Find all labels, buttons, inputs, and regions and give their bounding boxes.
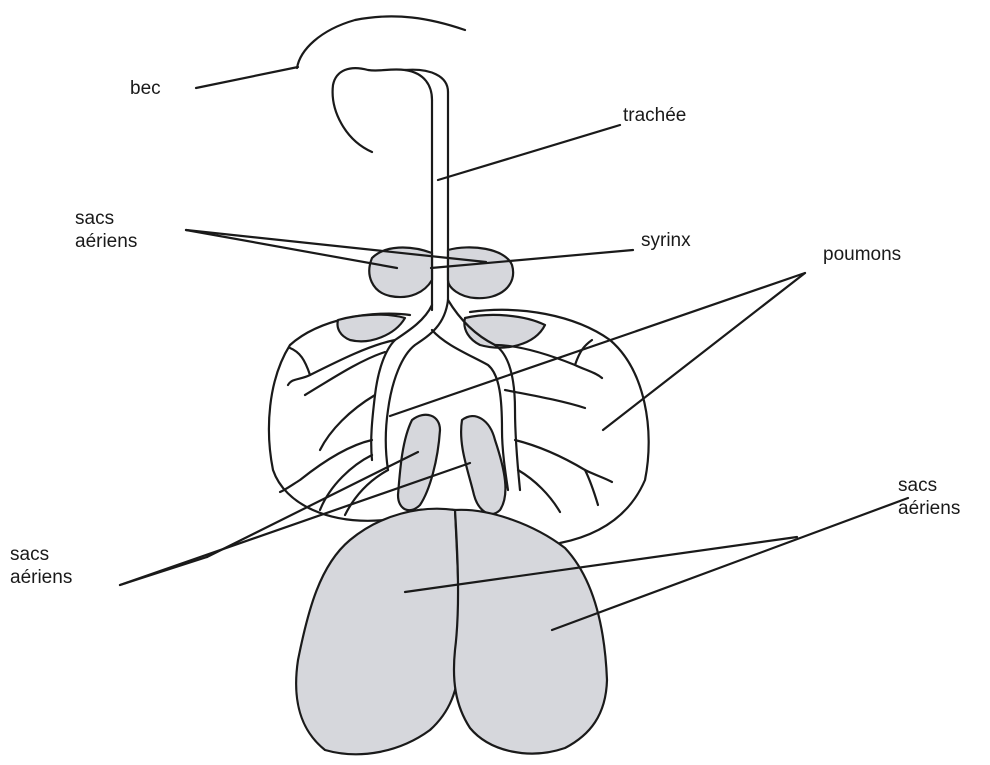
right-thoracic-air-sac [461, 416, 505, 514]
leader-beak [196, 67, 298, 88]
left-thoracic-air-sac [398, 415, 440, 510]
bronchus-branch [505, 390, 585, 408]
leader-lungs-2 [603, 273, 805, 430]
leader-trachea [438, 125, 620, 180]
bronchus-branch [290, 348, 310, 375]
label-syrinx: syrinx [641, 229, 691, 252]
left-lung-upper-sac [338, 315, 406, 342]
lower-air-sac-left [296, 509, 460, 755]
beak-lower-outline [333, 68, 432, 152]
bronchus-branch [280, 440, 372, 492]
left-lung-outline [269, 314, 410, 521]
label-upper-air-sacs: sacs aériens [75, 207, 170, 253]
bronchus-branch [320, 455, 372, 510]
right-lung-upper-sac [464, 315, 545, 348]
leader-lower-left-sacs-3 [120, 557, 207, 585]
bronchus-branch [518, 470, 560, 512]
label-beak: bec [130, 77, 161, 100]
label-lower-left-air-sacs: sacs aériens [10, 543, 105, 589]
leader-lungs-1 [390, 273, 805, 416]
label-trachea: trachée [623, 104, 686, 127]
lower-air-sac-right [454, 510, 607, 754]
upper-air-sac-right [448, 247, 513, 298]
bronchus-branch [515, 440, 612, 482]
beak-upper-outline [297, 16, 465, 68]
label-lower-right-air-sacs: sacs aériens [898, 474, 988, 520]
label-lungs: poumons [823, 243, 901, 266]
